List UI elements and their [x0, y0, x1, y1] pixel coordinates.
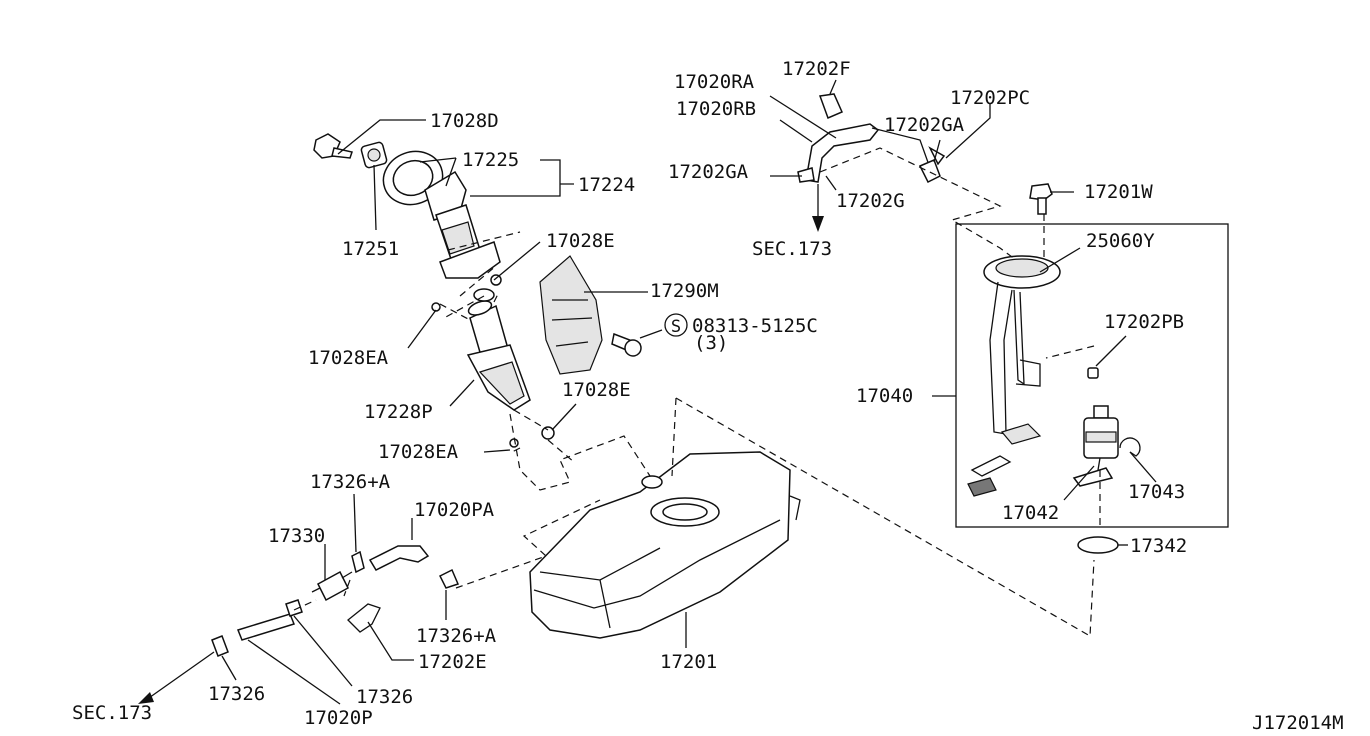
label-17290M: 17290M	[650, 280, 719, 302]
label-17330: 17330	[268, 525, 325, 547]
label-17040: 17040	[856, 385, 913, 407]
label-17224: 17224	[578, 174, 635, 196]
filler-neck-17224	[424, 170, 501, 279]
clamps-17028	[431, 274, 555, 448]
label-17202F: 17202F	[782, 58, 851, 80]
filler-hose-17228P	[466, 288, 531, 411]
label-17020PA: 17020PA	[414, 499, 495, 521]
connection-dashes	[293, 147, 1101, 638]
fuel-pump-17042	[1072, 405, 1119, 487]
label-17042: 17042	[1002, 502, 1059, 524]
bolt-17201W	[1029, 183, 1053, 215]
label-17326-right: 17326	[356, 686, 413, 708]
label-17201W: 17201W	[1084, 181, 1153, 203]
arrow-to-sec173-bottom	[138, 651, 215, 704]
arrow-to-sec173-top	[812, 184, 824, 232]
hose-17020P	[211, 599, 303, 657]
canister-17330	[311, 570, 353, 602]
heat-shield-17290M	[539, 255, 603, 375]
clip-17202E	[347, 603, 381, 633]
label-17202PC: 17202PC	[950, 87, 1030, 109]
nut-17202PB	[1087, 367, 1099, 379]
vent-tube-17020R	[797, 93, 946, 184]
label-17201: 17201	[660, 651, 717, 673]
label-17043: 17043	[1128, 481, 1185, 503]
filler-cap-17251	[313, 133, 388, 169]
label-17251: 17251	[342, 238, 399, 260]
hose-17020PA	[351, 545, 460, 589]
label-17202G: 17202G	[836, 190, 905, 212]
label-17202E: 17202E	[418, 651, 487, 673]
label-sec173-bottom: SEC.173	[72, 702, 152, 724]
label-17202GA-right: 17202GA	[884, 114, 965, 136]
leader-lines	[221, 79, 1157, 705]
label-17028EA-top: 17028EA	[308, 347, 389, 369]
label-17228P: 17228P	[364, 401, 433, 423]
s-circle-icon: S	[664, 313, 688, 337]
label-25060Y: 25060Y	[1086, 230, 1155, 252]
label-08313: 08313-5125C	[692, 315, 818, 337]
pump-unit-box-17040	[955, 223, 1229, 528]
label-17326A-bot: 17326+A	[416, 625, 497, 647]
label-17020P: 17020P	[304, 707, 373, 729]
label-17202GA-left: 17202GA	[668, 161, 749, 183]
label-17342: 17342	[1130, 535, 1187, 557]
svg-text:S: S	[671, 317, 681, 337]
label-17225: 17225	[462, 149, 519, 171]
label-sec173-top: SEC.173	[752, 238, 832, 260]
label-17202PB: 17202PB	[1104, 311, 1184, 333]
label-17326A-top: 17326+A	[310, 471, 391, 493]
pump-unit-17040	[967, 255, 1061, 497]
label-08313-qty: (3)	[694, 332, 728, 354]
gasket-17342	[1077, 536, 1119, 554]
part-labels: 17028D 17225 17224 17251 17028E 17290M 0…	[72, 58, 1344, 734]
fuel-tank-17201	[529, 451, 801, 639]
label-17028E-mid: 17028E	[562, 379, 631, 401]
label-17326-left: 17326	[208, 683, 265, 705]
label-17028D: 17028D	[430, 110, 499, 132]
label-17020RB: 17020RB	[676, 98, 756, 120]
bolt-08313	[611, 332, 642, 357]
label-17028E-top: 17028E	[546, 230, 615, 252]
label-17028EA-mid: 17028EA	[378, 441, 459, 463]
diagram-code: J172014M	[1252, 712, 1344, 734]
label-17020RA: 17020RA	[674, 71, 755, 93]
clip-17043	[1119, 437, 1141, 457]
